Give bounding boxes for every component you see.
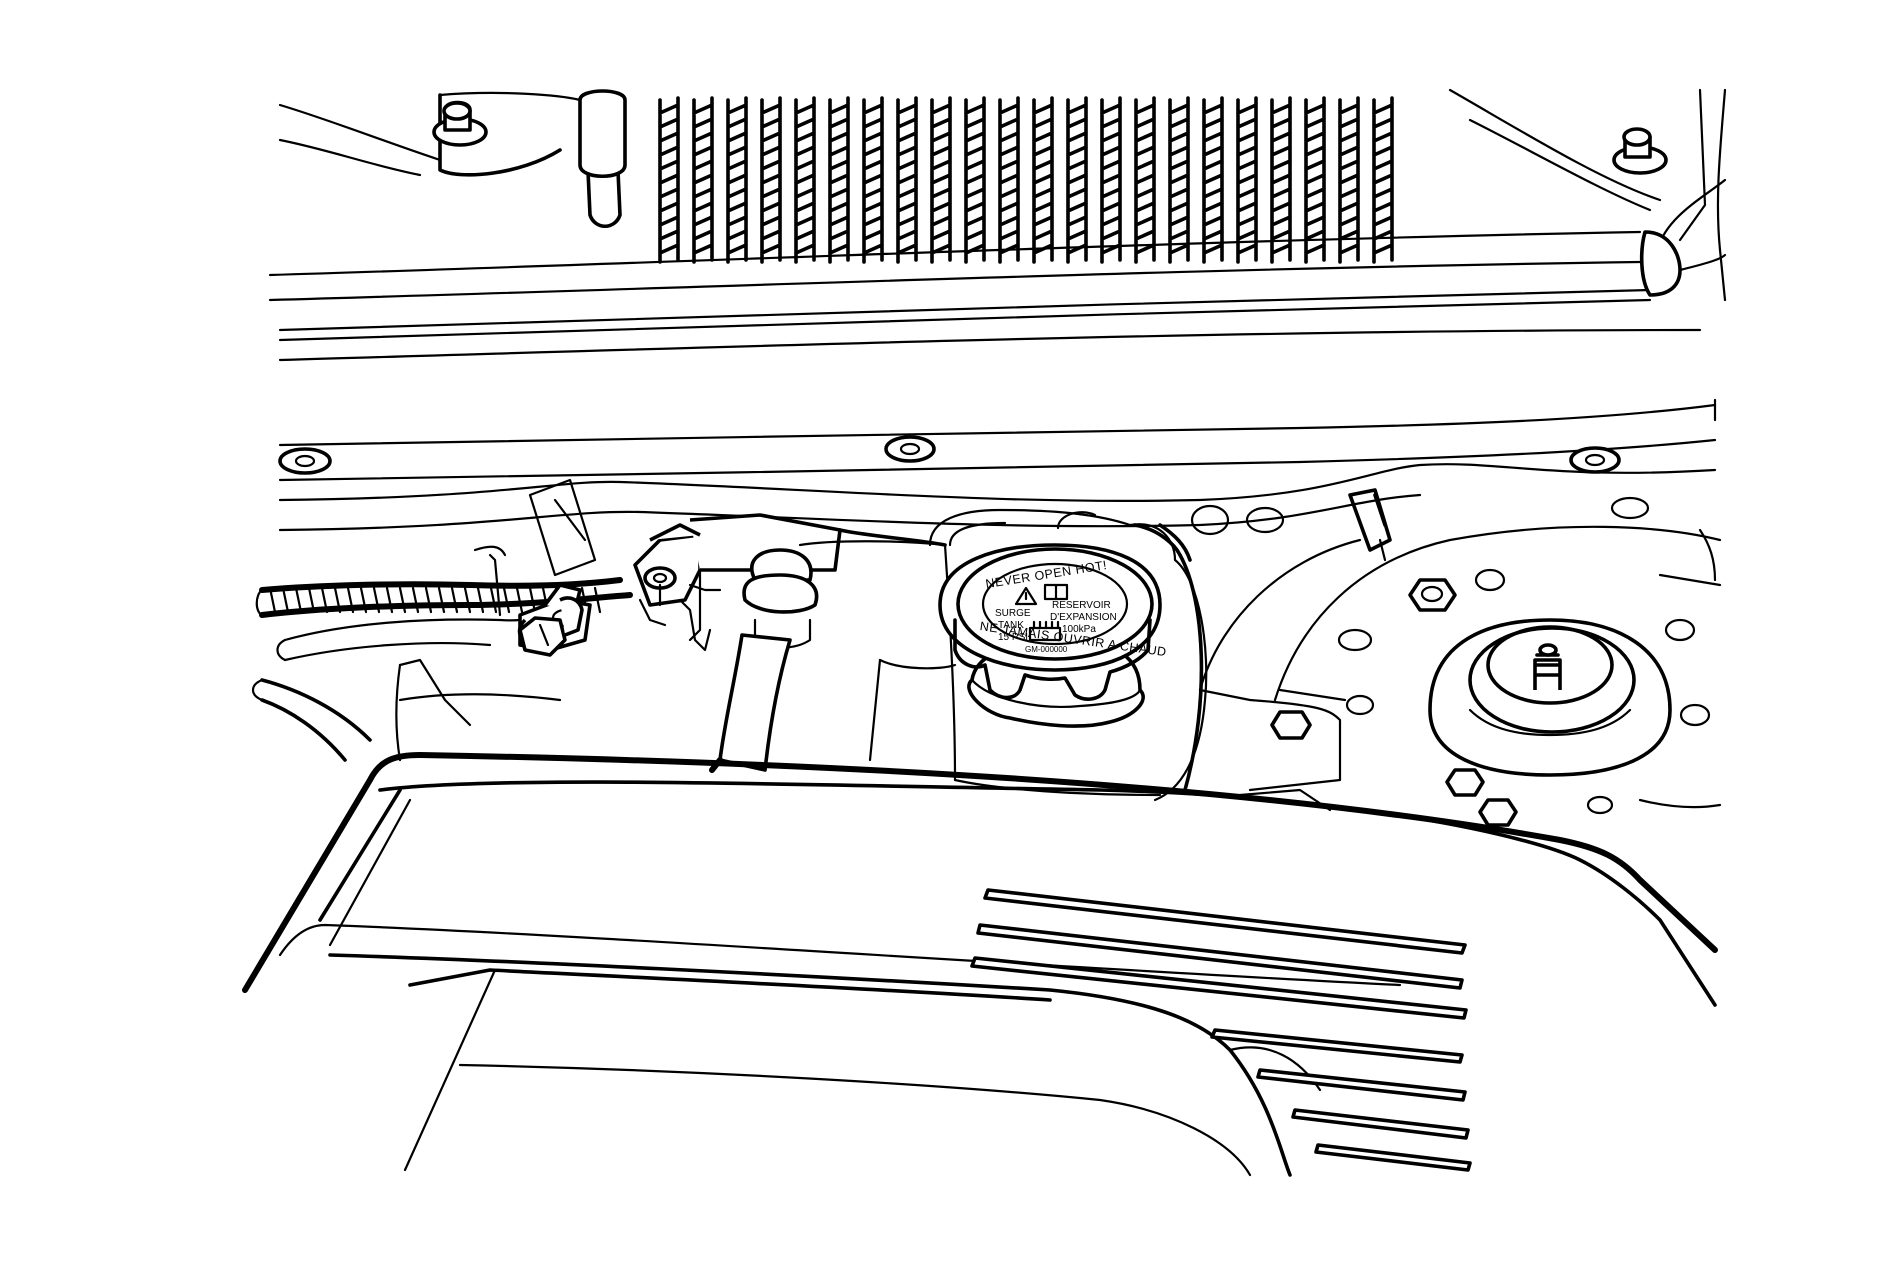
radiator-fin-column [1168, 96, 1190, 264]
harness-rib [333, 586, 342, 614]
radiator-fin-column [1032, 96, 1054, 264]
harness-rib [268, 586, 277, 614]
harness-bracket [395, 478, 597, 762]
harness-rib [320, 586, 329, 614]
bracket [1198, 688, 1347, 812]
radiator-fin-column [658, 96, 680, 264]
harness-rib [437, 586, 446, 614]
harness-rib [372, 586, 381, 614]
harness-rib [502, 586, 511, 614]
upper-tie-bar [268, 230, 1727, 362]
harness-rib [463, 586, 472, 614]
cowl-fastener-1 [278, 447, 332, 475]
hood-bumper [578, 89, 627, 229]
harness-rib [359, 586, 368, 614]
harness-rib [476, 586, 485, 614]
radiator-fin-column [1338, 96, 1360, 264]
radiator-support [278, 88, 1727, 302]
harness-rib [294, 586, 303, 614]
radiator-fin-column [896, 96, 918, 264]
strut-nut-3 [1445, 768, 1485, 797]
radiator-bolt-right [1612, 127, 1668, 175]
radiator-fin-column [828, 96, 850, 264]
engine-cover [242, 752, 1718, 1177]
radiator-fin-column [1372, 96, 1394, 264]
hex-bolt-left [518, 596, 584, 657]
harness-rib [307, 586, 316, 614]
strut-nut-2 [1270, 710, 1312, 740]
radiator-fin-column [1066, 96, 1088, 264]
strut-nut-4 [1478, 798, 1518, 827]
radiator-fin-column [1202, 96, 1224, 264]
harness-rib [385, 586, 394, 614]
harness-rib [346, 586, 355, 614]
radiator-fin-column [1270, 96, 1292, 264]
harness-rib [515, 586, 524, 614]
coolant-level-icon [1028, 620, 1062, 642]
harness-rib [489, 586, 498, 614]
harness-rib [424, 586, 433, 614]
harness-rib [281, 586, 290, 614]
hose-clamp [742, 548, 819, 649]
radiator-bolt-left [432, 100, 488, 147]
manual-book-icon [1043, 583, 1069, 601]
radiator-core [655, 95, 1410, 264]
radiator-fin-column [862, 96, 884, 264]
coolant-hose [709, 633, 792, 773]
radiator-fin-column [726, 96, 748, 264]
wiring-harness [255, 545, 633, 662]
cowl-panel [278, 398, 1717, 532]
radiator-fin-column [964, 96, 986, 264]
radiator-fin-column [1304, 96, 1326, 264]
radiator-fin-column [1134, 96, 1156, 264]
cap-english-line1: SURGE [995, 608, 1031, 619]
cap-french-line1: RESERVOIR [1052, 600, 1111, 611]
cap-english-line2: TANK [998, 620, 1024, 631]
cap-french-line2: D'EXPANSION [1050, 612, 1117, 623]
cap-english-line3: 15 PSI [998, 632, 1028, 643]
engine-cover-ribs [970, 888, 1472, 1172]
harness-rib [398, 586, 407, 614]
lower-hose [251, 678, 372, 762]
cap-french-line3: 100kPa [1062, 624, 1096, 635]
harness-rib [450, 586, 459, 614]
harness-rib [411, 586, 420, 614]
radiator-fin-column [1236, 96, 1258, 264]
harness-rib [593, 586, 602, 614]
radiator-fin-column [794, 96, 816, 264]
radiator-fin-column [1100, 96, 1122, 264]
radiator-fin-column [692, 96, 714, 264]
radiator-fin-column [760, 96, 782, 264]
radiator-fin-column [998, 96, 1020, 264]
warning-icon [1014, 586, 1038, 606]
coolant-tank [798, 508, 1208, 802]
strut-mount [1428, 618, 1672, 777]
cowl-fastener-2 [884, 435, 936, 463]
surge-tank-cap: NEVER OPEN HOT! NE JAMAIS OUVRIR A CHAUD… [938, 543, 1168, 728]
strut-nut-1 [1408, 578, 1457, 612]
radiator-fin-column [930, 96, 952, 264]
cowl-fastener-3 [1569, 446, 1621, 474]
cap-part-number: GM-000000 [1025, 645, 1068, 654]
